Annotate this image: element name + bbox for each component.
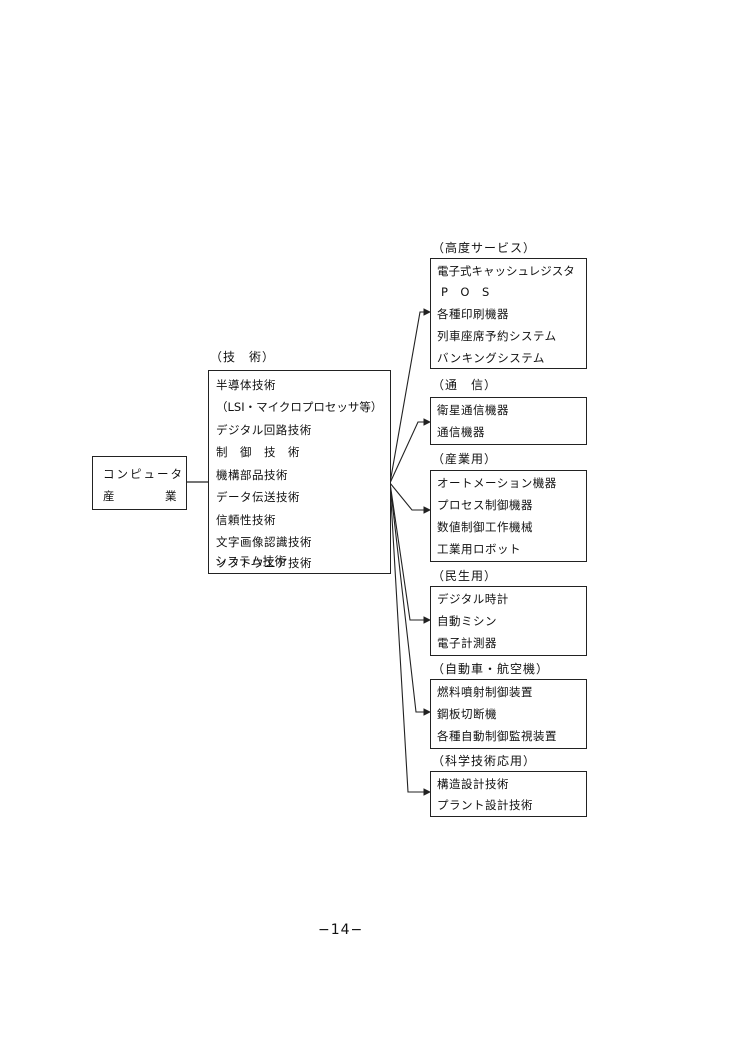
- group-item: 構造設計技術: [437, 777, 509, 791]
- group-heading-industrial: （産業用）: [432, 452, 498, 466]
- group-item: 工業用ロボット: [437, 542, 521, 556]
- fan-out-arrows: [389, 308, 432, 796]
- group-heading-communications: （通 信）: [432, 378, 498, 392]
- group-item: 鋼板切断機: [437, 707, 497, 721]
- group-item: プラント設計技術: [437, 798, 533, 812]
- tech-item: 文字画像認識技術: [216, 535, 312, 549]
- group-item: デジタル時計: [437, 592, 509, 606]
- group-item: 各種印刷機器: [437, 307, 509, 321]
- page-number: −14−: [318, 922, 364, 938]
- group-item: 自動ミシン: [437, 614, 497, 628]
- group-box-industrial: オートメーション機器 プロセス制御機器 数値制御工作機械 工業用ロボット: [430, 470, 587, 562]
- group-item: 通信機器: [437, 425, 485, 439]
- group-item: 電子計測器: [437, 636, 497, 650]
- group-heading-science: （科学技術応用）: [432, 754, 537, 768]
- root-label-line2-left: 産: [103, 489, 117, 503]
- tech-box: 半導体技術 （LSI・マイクロプロセッサ等） デジタル回路技術 制 御 技 術 …: [208, 370, 391, 574]
- tech-item: （LSI・マイクロプロセッサ等）: [216, 400, 383, 414]
- arrow-to-automotive: [389, 482, 432, 716]
- group-item: 燃料噴射制御装置: [437, 685, 533, 699]
- group-box-consumer: デジタル時計 自動ミシン 電子計測器: [430, 586, 587, 656]
- group-box-automotive: 燃料噴射制御装置 鋼板切断機 各種自動制御監視装置: [430, 679, 587, 749]
- group-item: 列車座席予約システム: [437, 329, 557, 343]
- group-item: 電子式キャッシュレジスタ: [437, 264, 575, 278]
- group-item: P O S: [441, 285, 490, 299]
- group-item: 衛星通信機器: [437, 403, 509, 417]
- arrow-to-consumer: [389, 482, 432, 624]
- group-item: 各種自動制御監視装置: [437, 729, 557, 743]
- group-box-communications: 衛星通信機器 通信機器: [430, 397, 587, 445]
- tech-item: 半導体技術: [216, 378, 276, 392]
- arrow-to-communications: [389, 418, 432, 484]
- group-item: オートメーション機器: [437, 476, 557, 490]
- root-box: コンピュータ 産 業: [92, 456, 187, 510]
- tech-heading: （技 術）: [210, 350, 276, 364]
- group-box-advanced-services: 電子式キャッシュレジスタ P O S 各種印刷機器 列車座席予約システム バンキ…: [430, 258, 587, 369]
- tech-item: デジタル回路技術: [216, 423, 312, 437]
- tech-item: ソフトウエア技術: [216, 556, 312, 570]
- tech-item: 信頼性技術: [216, 513, 276, 527]
- group-item: プロセス制御機器: [437, 498, 533, 512]
- tech-item: 機構部品技術: [216, 468, 288, 482]
- root-label-line2-right: 業: [165, 489, 179, 503]
- group-item: 数値制御工作機械: [437, 520, 533, 534]
- tech-item-last: システム技術: [215, 554, 287, 568]
- root-label-line1: コンピュータ: [103, 467, 184, 481]
- group-heading-automotive: （自動車・航空機）: [432, 662, 550, 676]
- arrow-to-advanced-services: [389, 308, 432, 484]
- tech-item: 制 御 技 術: [216, 445, 300, 459]
- group-item: バンキングシステム: [437, 351, 545, 365]
- group-box-science: 構造設計技術 プラント設計技術: [430, 771, 587, 817]
- arrow-to-industrial: [389, 482, 432, 514]
- arrow-to-science: [389, 482, 432, 796]
- tech-item: データ伝送技術: [216, 490, 300, 504]
- group-heading-consumer: （民生用）: [432, 569, 498, 583]
- group-heading-advanced-services: （高度サービス）: [432, 241, 537, 255]
